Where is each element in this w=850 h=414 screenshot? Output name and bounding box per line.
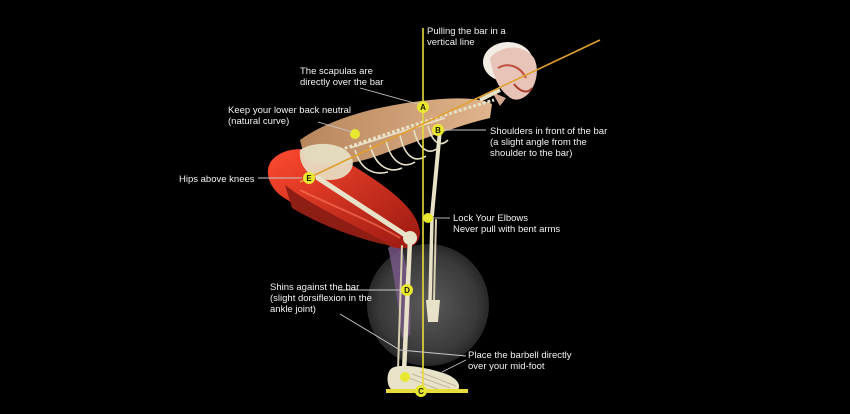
- marker-c-letter: C: [418, 387, 424, 396]
- thigh-muscle-inner: [299, 189, 401, 239]
- marker-d-letter: D: [404, 286, 410, 295]
- forearm-bone-2: [433, 219, 437, 301]
- back-angle-line: [299, 39, 601, 183]
- shins-label-1: Shins against the bar: [270, 282, 359, 293]
- shoulders-label-2: (a slight angle from the: [490, 137, 587, 148]
- pull-line-label-1: Pulling the bar in a: [427, 26, 506, 37]
- lower-back-point: [350, 129, 360, 139]
- forearm-bone: [428, 216, 434, 302]
- hand-bones: [426, 300, 440, 322]
- hips-label-1: Hips above knees: [179, 174, 255, 185]
- marker-a-letter: A: [420, 103, 426, 112]
- leader-lines: [258, 87, 486, 373]
- hips-label: Hips above knees: [179, 174, 255, 185]
- marker-e-letter: E: [306, 174, 312, 183]
- elbow-point: [423, 213, 433, 223]
- lower-back-label-2: (natural curve): [228, 116, 289, 127]
- barbell-label: Place the barbell directly over your mid…: [468, 350, 574, 372]
- shoulders-label: Shoulders in front of the bar (a slight …: [490, 126, 610, 159]
- ankle-point: [400, 372, 410, 382]
- torso-back: [300, 98, 492, 165]
- marker-b-letter: B: [435, 126, 441, 135]
- knee-joint: [403, 231, 417, 245]
- pelvis-bone: [299, 143, 353, 180]
- shins-label: Shins against the bar (slight dorsiflexi…: [270, 282, 375, 315]
- shins-label-2: (slight dorsiflexion in the: [270, 293, 372, 304]
- lower-back-label-1: Keep your lower back neutral: [228, 105, 351, 116]
- shins-label-3: ankle joint): [270, 304, 316, 315]
- shoulders-label-1: Shoulders in front of the bar: [490, 126, 607, 137]
- marker-d: D: [401, 284, 413, 296]
- elbows-label: Lock Your Elbows Never pull with bent ar…: [453, 213, 560, 235]
- marker-b: B: [432, 124, 444, 136]
- spine: [339, 98, 495, 152]
- scapulas-label: The scapulas are directly over the bar: [300, 66, 383, 88]
- elbows-label-1: Lock Your Elbows: [453, 213, 528, 224]
- scapulas-label-1: The scapulas are: [300, 66, 373, 77]
- hamstring-muscle: [285, 185, 392, 246]
- elbows-label-2: Never pull with bent arms: [453, 224, 560, 235]
- marker-e: E: [303, 172, 315, 184]
- shoulders-label-3: shoulder to the bar): [490, 148, 572, 159]
- marker-a: A: [417, 101, 429, 113]
- lower-back-label: Keep your lower back neutral (natural cu…: [228, 105, 354, 127]
- neck: [479, 88, 501, 102]
- pull-line-label-2: vertical line: [427, 37, 475, 48]
- femur-bone: [315, 175, 413, 241]
- scapulas-label-2: directly over the bar: [300, 77, 383, 88]
- barbell-label-2: over your mid-foot: [468, 361, 545, 372]
- toe-bones: [403, 371, 457, 391]
- marker-c: C: [415, 385, 427, 397]
- barbell-label-1: Place the barbell directly: [468, 350, 572, 361]
- pull-line-label: Pulling the bar in a vertical line: [427, 26, 508, 48]
- tibia-bone: [401, 237, 413, 375]
- humerus-bone: [430, 128, 442, 217]
